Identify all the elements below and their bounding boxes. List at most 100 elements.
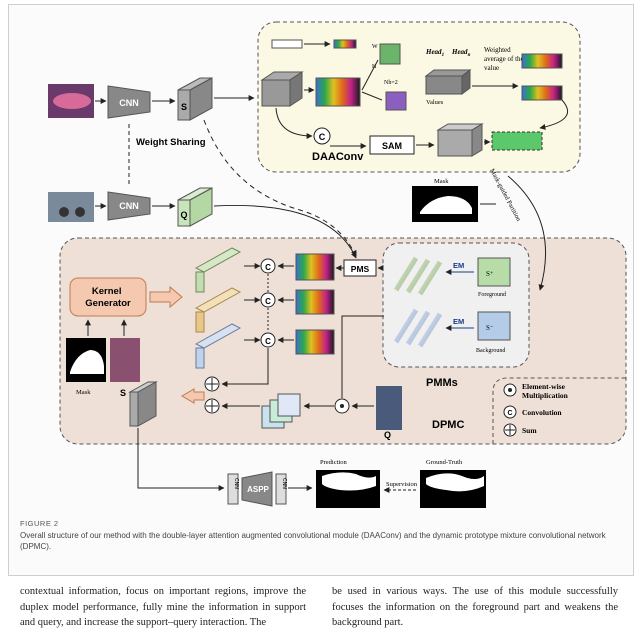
- dpmc-out-side: [137, 381, 157, 427]
- fg-rod: [393, 256, 419, 292]
- head-cube-2: [385, 91, 407, 111]
- foreground-label: Foreground: [478, 292, 506, 298]
- sum-node-1: [204, 376, 220, 392]
- weight-sharing-label: Weight Sharing: [136, 137, 206, 148]
- avg-to-output-arrow: [539, 99, 568, 130]
- conv-symbol: C: [265, 297, 271, 306]
- legend-border: [492, 377, 626, 444]
- sum-out-arrow: [181, 388, 205, 404]
- background-label: Background: [476, 348, 505, 354]
- supervision-label: Supervision: [386, 481, 418, 488]
- dpmc-label: DPMC: [432, 419, 464, 431]
- prediction-label: Prediction: [320, 459, 347, 466]
- legend-sum-label: Sum: [522, 426, 537, 435]
- daaconv-output: [491, 131, 543, 151]
- w-label: W: [372, 44, 378, 50]
- s-left-image: [110, 338, 140, 382]
- aspp-label: ASPP: [247, 485, 269, 494]
- q-to-pms-arrow: [213, 204, 357, 259]
- multihead-feature: [315, 77, 361, 107]
- cnn-bottom-block: [107, 191, 151, 221]
- figure-caption: Overall structure of our method with the…: [20, 531, 606, 551]
- token-strip-color: [333, 39, 357, 49]
- kernel-generator-label: Kernel Generator: [85, 286, 131, 309]
- query-wheel-shape: [59, 207, 69, 217]
- query-image: [48, 192, 94, 222]
- weight-sharing-text: Weight Sharing: [136, 137, 206, 148]
- query-feature-2: [295, 289, 335, 315]
- fanout-line: [361, 91, 383, 101]
- conv-node-2: C: [260, 292, 276, 308]
- cnn-top-label: CNN: [119, 98, 139, 108]
- mask-left-shape: [70, 350, 104, 374]
- q-bottom-image: [376, 386, 402, 430]
- kernel-generator-box: [69, 277, 147, 317]
- legend-sum-symbol: [503, 423, 517, 437]
- s-minus-label: S⁻: [486, 324, 494, 332]
- pms-label: PMS: [351, 264, 370, 274]
- ground-truth-shape: [426, 473, 484, 492]
- s-plus-label: S⁺: [486, 270, 494, 278]
- kernel-stack-1: [194, 247, 242, 293]
- cnn-v-left-label: CNN: [233, 478, 239, 489]
- q-label: Q: [180, 210, 187, 220]
- fanout-line: [361, 59, 379, 91]
- fg-rod: [405, 258, 431, 294]
- head1-sub: 1: [442, 53, 445, 58]
- em-label-2: EM: [453, 317, 464, 326]
- s-plus-cube: [477, 257, 511, 287]
- legend-conv-symbol: [503, 405, 517, 419]
- cnn-bottom-label: CNN: [119, 201, 139, 211]
- head-cube-1: [379, 43, 401, 65]
- pmms-label: PMMs: [426, 377, 458, 389]
- query-stack: [277, 393, 301, 417]
- legend-conv-label: Convolution: [522, 408, 562, 417]
- figure-label: FIGURE 2: [20, 519, 59, 528]
- s-left-label: S: [120, 388, 126, 398]
- daaconv-label: DAAConv: [312, 151, 364, 163]
- mult-dot: [340, 404, 344, 408]
- sam-out-side: [471, 123, 483, 157]
- headn-text: Head: [451, 48, 468, 56]
- em-label-1: EM: [453, 261, 464, 270]
- to-aspp-arrow: [137, 428, 225, 491]
- aspp-block: [241, 471, 273, 507]
- headn-sub: n: [468, 53, 471, 58]
- kernel-stack-3: [194, 323, 242, 369]
- sam-box: [369, 135, 415, 155]
- bg-rod: [405, 310, 431, 346]
- kernel-generator-line: Kernel: [92, 286, 122, 297]
- weighted-avg-line: Weighted: [484, 46, 511, 54]
- pmms-to-mult-line: [341, 315, 384, 398]
- token-strip: [271, 39, 303, 49]
- q-bottom-label: Q: [384, 430, 391, 440]
- ground-truth-label: Ground-Truth: [426, 459, 463, 466]
- concat-node: [313, 127, 331, 145]
- s-block-front: [177, 89, 191, 121]
- s-to-pms-arrow: [203, 119, 357, 257]
- values-block: [425, 75, 463, 95]
- support-car-shape: [53, 93, 91, 109]
- head1-text: Head: [425, 48, 442, 56]
- cnn-v-right-label: CNN: [281, 478, 287, 489]
- partition-arrow: [507, 175, 546, 291]
- mask-top-label: Mask: [434, 178, 449, 185]
- kernel-out-arrow: [149, 285, 183, 309]
- kernel-generator-line: Generator: [85, 298, 131, 309]
- conv-symbol: C: [265, 337, 271, 346]
- bg-rod: [393, 308, 419, 344]
- weighted-avg-line: value: [484, 64, 499, 72]
- headn-label: Headn: [451, 48, 471, 58]
- q-block-front: [177, 199, 191, 227]
- mask-top-shape: [420, 196, 472, 214]
- legend-conv-c: C: [507, 410, 512, 417]
- legend-mult-line: Multiplication: [522, 391, 569, 400]
- head1-label: Head1: [425, 48, 444, 58]
- query-feature-3: [295, 329, 335, 355]
- conv-symbol: C: [265, 263, 271, 272]
- body-text-right: be used in various ways. The use of this…: [332, 586, 618, 628]
- body-text-left: contextual information, focus on importa…: [20, 586, 306, 628]
- mask-partition-label: Mask-guided Partition: [488, 168, 522, 223]
- bg-rod: [417, 312, 443, 348]
